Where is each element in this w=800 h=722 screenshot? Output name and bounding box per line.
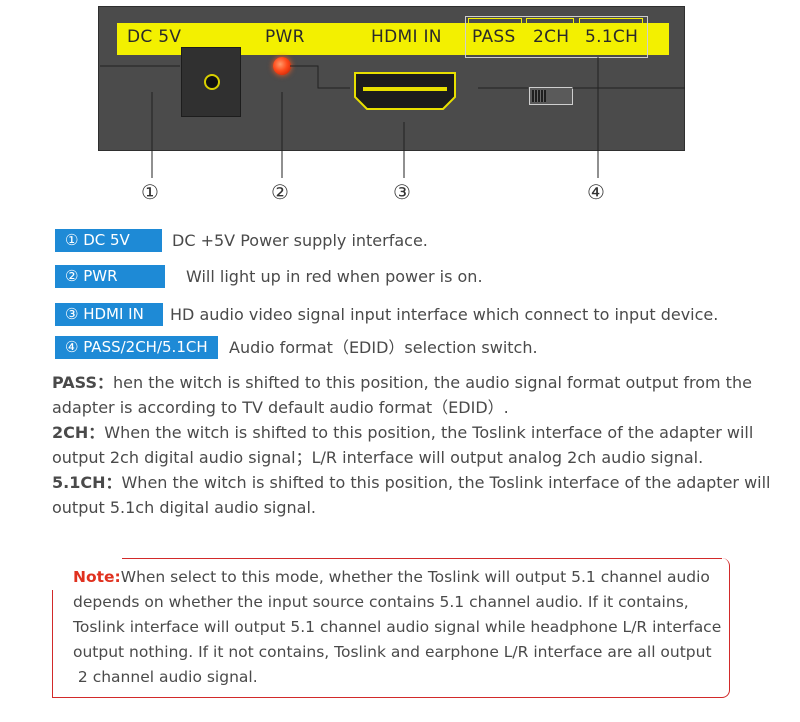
note-text: Note:When select to this mode, whether t…	[73, 565, 723, 690]
mode-51ch: 5.1CH：When the witch is shifted to this …	[52, 470, 782, 520]
2ch-label-box	[526, 18, 574, 54]
mode-pass-text: hen the witch is shifted to this positio…	[52, 373, 752, 417]
callout-leader-lines	[100, 57, 685, 178]
hdmi-label: HDMI IN	[371, 27, 442, 47]
note-line-5: 2 channel audio signal.	[73, 668, 258, 686]
2ch-label: 2CH	[533, 27, 570, 47]
mode-51ch-label: 5.1CH：	[52, 473, 122, 492]
note-box-left-border	[52, 590, 53, 698]
legend-tag-hdmi: ③ HDMI IN	[55, 303, 163, 326]
format-slide-switch[interactable]	[529, 87, 573, 105]
note-line-3: Toslink interface will output 5.1 channe…	[73, 618, 722, 636]
callout-3: ③	[393, 180, 411, 204]
mode-51ch-text: When the witch is shifted to this positi…	[52, 473, 771, 517]
slide-switch-knob[interactable]	[532, 90, 546, 102]
legend-desc-dc: DC +5V Power supply interface.	[172, 231, 428, 250]
pwr-label: PWR	[265, 27, 305, 47]
callout-2: ②	[271, 180, 289, 204]
pass-label: PASS	[472, 27, 516, 47]
legend-desc-hdmi: HD audio video signal input interface wh…	[170, 305, 719, 324]
note-box-top-border	[122, 558, 722, 559]
51ch-label-box	[579, 18, 643, 54]
legend-tag-switch: ④ PASS/2CH/5.1CH	[55, 336, 218, 359]
legend-tag-pwr: ② PWR	[55, 265, 165, 288]
pass-label-box	[468, 18, 522, 54]
mode-2ch-label: 2CH：	[52, 423, 105, 442]
switch-label-frame	[465, 16, 648, 58]
device-panel: DC 5V PWR HDMI IN PASS 2CH 5.1CH	[98, 6, 685, 151]
dc-label: DC 5V	[127, 27, 182, 47]
note-line-1-text: When select to this mode, whether the To…	[120, 568, 710, 586]
note-box	[52, 558, 730, 698]
callout-1: ①	[141, 180, 159, 204]
mode-pass-label: PASS：	[52, 373, 113, 392]
mode-2ch-text: When the witch is shifted to this positi…	[52, 423, 754, 467]
power-led-icon	[273, 57, 291, 75]
note-line-2: depends on whether the input source cont…	[73, 593, 689, 611]
51ch-label: 5.1CH	[585, 27, 639, 47]
note-line-1: Note:When select to this mode, whether t…	[73, 565, 723, 590]
legend-tag-dc: ① DC 5V	[55, 229, 162, 252]
callout-4: ④	[587, 180, 605, 204]
mode-2ch: 2CH：When the witch is shifted to this po…	[52, 420, 782, 470]
hdmi-port-icon	[354, 72, 456, 110]
mode-pass: PASS：hen the witch is shifted to this po…	[52, 370, 782, 420]
note-label: Note:	[73, 568, 121, 586]
dc-power-jack	[181, 47, 241, 117]
mode-descriptions: PASS：hen the witch is shifted to this po…	[52, 370, 782, 520]
dc-jack-hole	[204, 74, 220, 90]
note-line-4: output nothing. If it not contains, Tosl…	[73, 643, 712, 661]
legend-desc-switch: Audio format（EDID）selection switch.	[229, 338, 538, 357]
legend-desc-pwr: Will light up in red when power is on.	[186, 267, 483, 286]
